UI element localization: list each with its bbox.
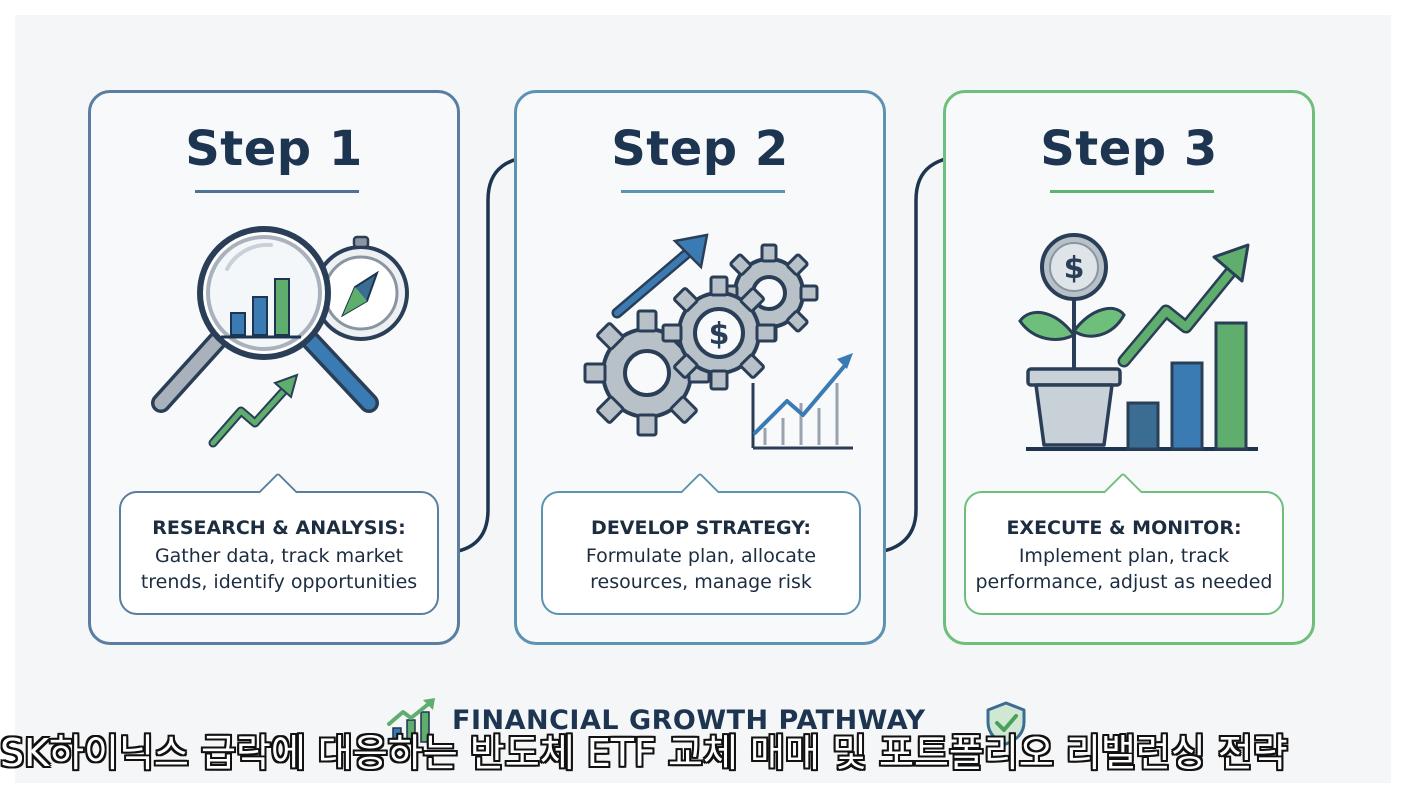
- description-bubble: RESEARCH & ANALYSIS: Gather data, track …: [119, 472, 439, 615]
- description-bubble: DEVELOP STRATEGY: Formulate plan, alloca…: [541, 472, 861, 615]
- magnifier-chart-compass-icon: [151, 226, 409, 448]
- step-title: Step 1: [185, 121, 363, 177]
- bubble-line-1: Gather data, track market: [154, 545, 404, 567]
- bubble-line-1: Implement plan, track: [1018, 545, 1230, 567]
- bubble-line-2: resources, manage risk: [590, 571, 812, 593]
- bubble-heading: DEVELOP STRATEGY:: [591, 517, 811, 539]
- title-underline: [195, 190, 359, 193]
- svg-text:$: $: [1064, 251, 1085, 286]
- step-title: Step 2: [611, 121, 789, 177]
- plant-coin-growth-bars-icon: $: [1018, 233, 1258, 451]
- svg-text:$: $: [709, 317, 730, 352]
- title-underline: [1050, 190, 1214, 193]
- bubble-heading: EXECUTE & MONITOR:: [1006, 517, 1242, 539]
- footer-title: FINANCIAL GROWTH PATHWAY: [452, 705, 926, 736]
- bubble-line-1: Formulate plan, allocate: [585, 545, 817, 567]
- shield-check-icon: [986, 701, 1026, 746]
- title-underline: [621, 190, 785, 193]
- bubble-heading: RESEARCH & ANALYSIS:: [152, 517, 406, 539]
- growth-chart-icon: [387, 698, 435, 743]
- gears-dollar-trend-icon: $: [583, 233, 853, 450]
- step-card-1: Step 1 RESEARCH & ANALYSIS: Gather data,…: [88, 90, 460, 645]
- step-card-3: Step 3 $ EXECUTE & MONITOR: Implement pl…: [943, 90, 1315, 645]
- overlay-caption: SK하이닉스 급락에 대응하는 반도체 ETF 교체 매매 및 포트폴리오 리밸…: [0, 731, 1288, 775]
- step-title: Step 3: [1040, 121, 1218, 177]
- bubble-line-2: trends, identify opportunities: [140, 571, 418, 593]
- description-bubble: EXECUTE & MONITOR: Implement plan, track…: [964, 472, 1284, 615]
- bubble-line-2: performance, adjust as needed: [975, 571, 1273, 593]
- step-card-2: Step 2: [514, 90, 886, 645]
